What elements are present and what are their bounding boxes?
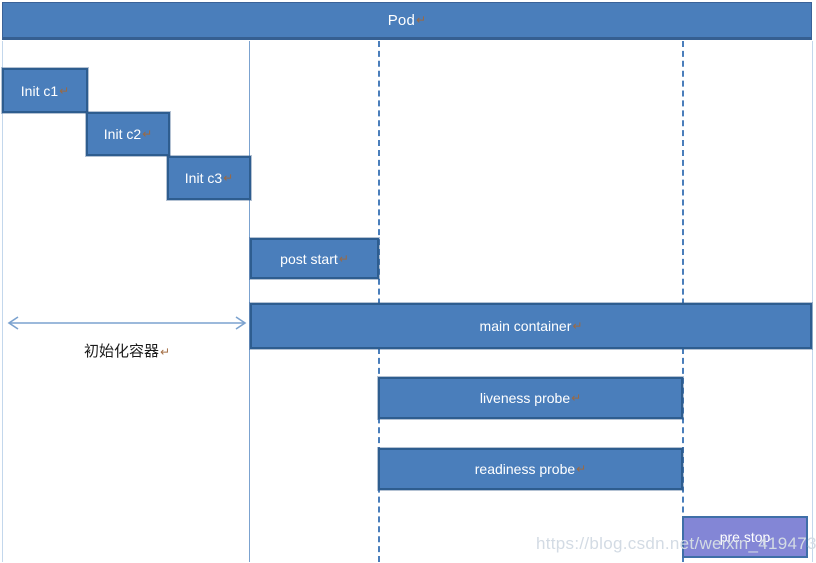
paragraph-mark-icon: ↵: [59, 83, 70, 98]
init-phase-label: 初始化容器↵: [4, 340, 250, 361]
box-pre-stop[interactable]: pre stop: [682, 516, 808, 558]
init-c1-label: Init c1: [20, 82, 59, 99]
readiness-probe-label: readiness probe: [474, 461, 576, 477]
guide-probe-end: [682, 41, 684, 562]
paragraph-mark-icon: ↵: [159, 345, 171, 359]
pod-title: Pod: [387, 11, 416, 29]
box-init-c3[interactable]: Init c3↵: [167, 156, 251, 200]
paragraph-mark-icon: ↵: [416, 13, 427, 27]
init-c2-label: Init c2: [103, 126, 142, 142]
post-start-label: post start: [280, 250, 338, 267]
guide-left-edge: [2, 41, 3, 562]
double-headed-arrow-icon: [7, 316, 247, 330]
box-init-c2[interactable]: Init c2↵: [86, 112, 170, 156]
paragraph-mark-icon: ↵: [576, 462, 587, 476]
pre-stop-label: pre stop: [719, 529, 771, 545]
paragraph-mark-icon: ↵: [142, 127, 153, 141]
guide-right-edge: [812, 41, 813, 562]
init-c3-label: Init c3: [184, 170, 223, 186]
paragraph-mark-icon: ↵: [572, 319, 583, 333]
init-phase-arrow: [4, 314, 250, 332]
paragraph-mark-icon: ↵: [338, 251, 349, 266]
main-container-label: main container: [479, 318, 572, 334]
box-main-container[interactable]: main container↵: [250, 303, 812, 349]
guide-probe-start: [378, 41, 380, 562]
paragraph-mark-icon: ↵: [223, 171, 234, 185]
box-post-start[interactable]: post start↵: [250, 238, 379, 279]
box-readiness-probe[interactable]: readiness probe↵: [378, 448, 683, 490]
box-init-c1[interactable]: Init c1↵: [2, 68, 88, 113]
paragraph-mark-icon: ↵: [571, 391, 582, 405]
init-phase-text: 初始化容器: [83, 342, 159, 360]
box-liveness-probe[interactable]: liveness probe↵: [378, 377, 683, 419]
guide-init-end: [249, 41, 250, 562]
liveness-probe-label: liveness probe: [479, 390, 571, 406]
pod-header-bar: Pod↵: [2, 2, 812, 40]
